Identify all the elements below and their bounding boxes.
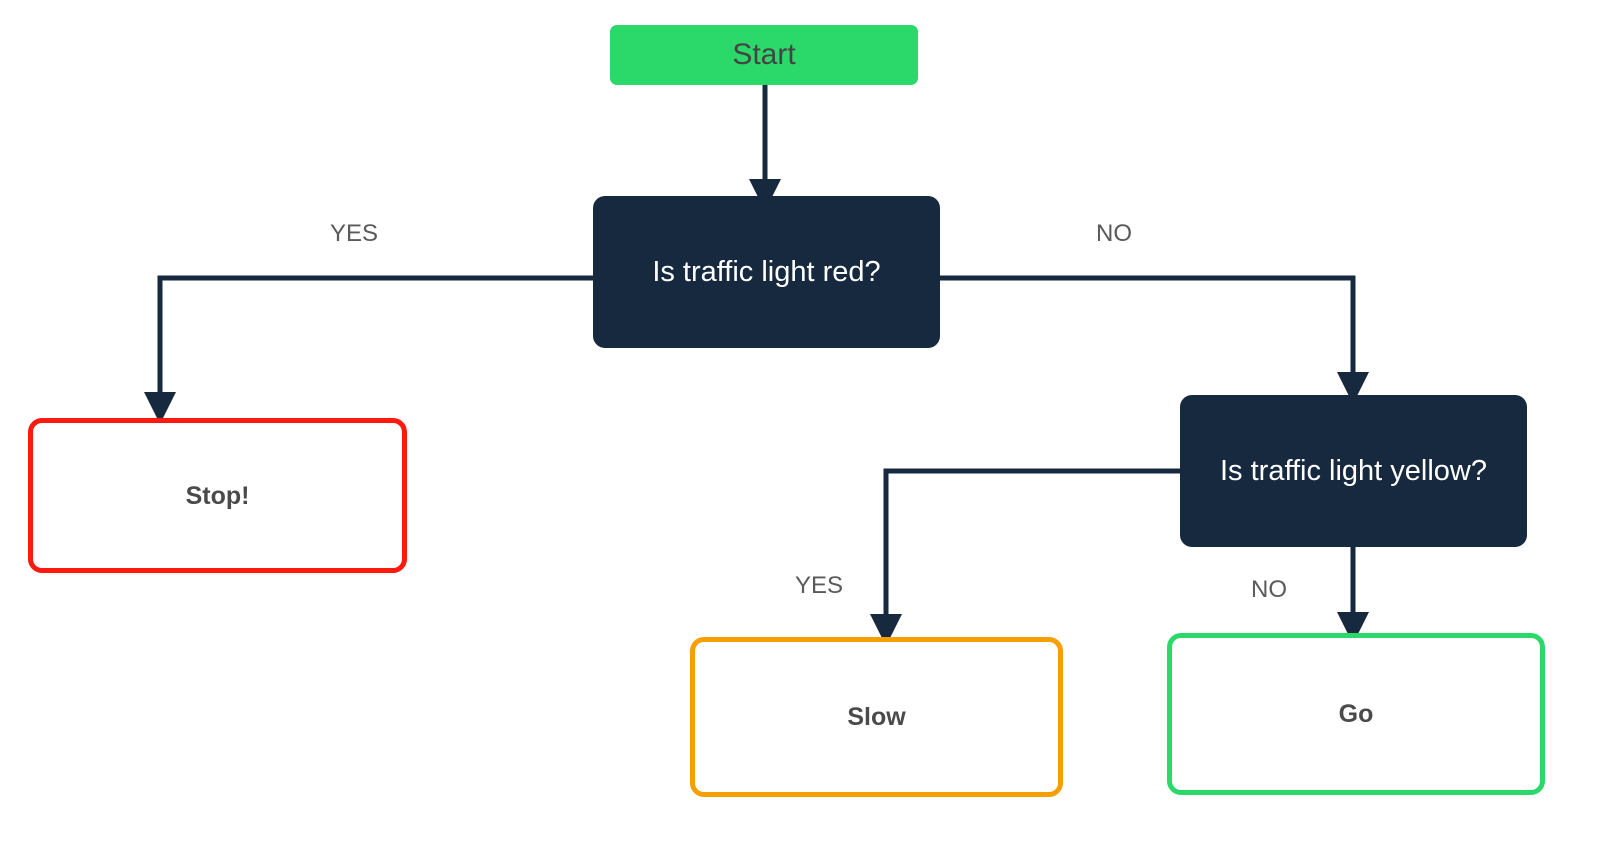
node-outcome-stop[interactable]: Stop! xyxy=(28,418,407,573)
edge-label-red-no: NO xyxy=(1096,220,1132,247)
node-start-label: Start xyxy=(732,38,796,71)
node-decision-is-traffic-light-red[interactable]: Is traffic light red? xyxy=(593,196,940,348)
edge-label-red-yes: YES xyxy=(330,220,379,247)
node-decision-is-traffic-light-yellow[interactable]: Is traffic light yellow? xyxy=(1180,395,1527,547)
node-go-label: Go xyxy=(1338,700,1374,728)
node-decision-yellow-label: Is traffic light yellow? xyxy=(1219,454,1488,487)
edge-label-yellow-yes: YES xyxy=(795,572,844,599)
edge-decision-yellow-yes xyxy=(870,468,1180,646)
edge-decision-red-no xyxy=(940,275,1370,404)
edge-label-yellow-no: NO xyxy=(1251,576,1287,603)
node-start[interactable]: Start xyxy=(610,25,918,85)
node-slow-label: Slow xyxy=(847,703,906,731)
node-outcome-slow[interactable]: Slow xyxy=(690,637,1063,797)
node-outcome-go[interactable]: Go xyxy=(1167,633,1545,795)
node-decision-red-label: Is traffic light red? xyxy=(652,255,881,288)
node-stop-label: Stop! xyxy=(185,481,250,510)
edge-decision-red-yes xyxy=(144,275,593,424)
